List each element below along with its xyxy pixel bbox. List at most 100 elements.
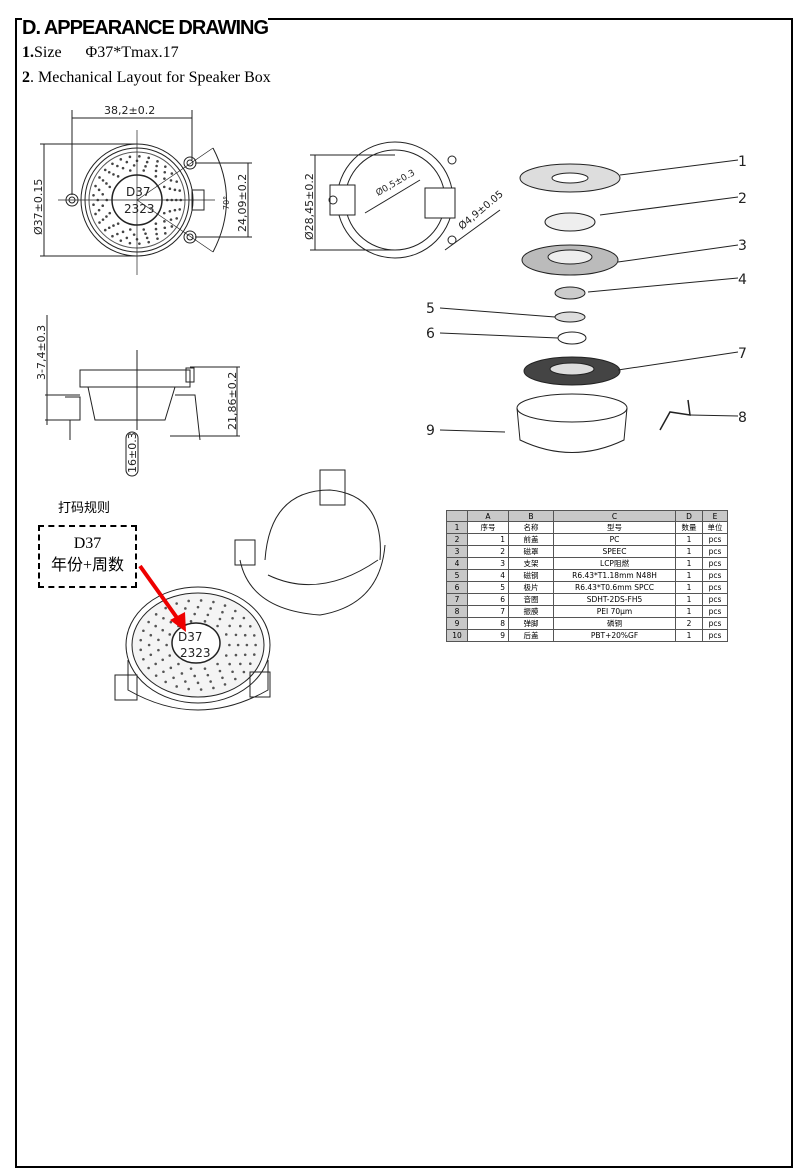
grille-dot	[144, 165, 147, 168]
grille-dot	[162, 211, 166, 215]
grille-dot	[163, 226, 167, 230]
grille-dot	[169, 666, 173, 670]
grille-dot	[144, 232, 147, 235]
grille-dot	[234, 677, 237, 681]
bom-cell: pcs	[702, 557, 728, 570]
grille-dot	[142, 169, 146, 172]
bom-cell: pcs	[702, 533, 728, 546]
grille-dot	[101, 204, 105, 208]
code-rule-line2: 年份+周数	[50, 557, 125, 574]
bom-col-header: C	[553, 510, 676, 522]
grille-dot	[164, 232, 167, 235]
grille-dot	[193, 612, 196, 616]
dim-width: 38,2±0.2	[104, 104, 155, 117]
bom-cell: SPEEC	[553, 545, 676, 558]
layout-label: . Mechanical Layout for Speaker Box	[30, 69, 271, 86]
bom-cell: 后盖	[508, 629, 554, 642]
bom-cell: 10	[446, 629, 468, 642]
grille-dot	[170, 172, 174, 175]
bom-cell: 4	[446, 557, 468, 570]
callout-4: 4	[738, 272, 747, 288]
grille-dot	[228, 643, 231, 647]
grille-dot	[162, 670, 165, 674]
grille-dot	[132, 233, 136, 236]
grille-dot	[154, 227, 158, 231]
red-arrowhead	[170, 612, 186, 632]
grille-dot	[234, 633, 238, 637]
bom-cell: 1	[675, 569, 703, 582]
grille-dot	[165, 643, 168, 647]
grille-dot	[128, 155, 132, 159]
dim-wire: Ø0,5±0.3	[374, 167, 417, 198]
grille-dot	[147, 620, 150, 624]
callout-7: 7	[738, 346, 747, 362]
grille-dot	[209, 607, 212, 610]
grille-dot	[107, 170, 111, 174]
bom-cell: pcs	[702, 629, 728, 642]
bom-cell: pcs	[702, 581, 728, 594]
grille-dot	[218, 669, 222, 673]
bom-cell: 磁钢	[508, 569, 554, 582]
bom-cell: 6	[446, 581, 468, 594]
grille-dot	[209, 680, 212, 683]
top-view: 38,2±0.2 Ø37±0.15 24,09±0.2 70° D37 2323	[32, 104, 252, 275]
callout-8: 8	[738, 410, 747, 426]
bom-cell: R6.43*T0.6mm SPCC	[553, 581, 676, 594]
bom-cell: 1	[675, 593, 703, 606]
grille-dot	[175, 217, 179, 220]
grille-dot	[145, 236, 149, 240]
grille-dot	[184, 680, 187, 683]
grille-dot	[154, 674, 158, 677]
bom-cell: PBT+20%GF	[553, 629, 676, 642]
grille-dot	[224, 654, 228, 657]
iso-back-view	[234, 469, 386, 616]
grille-dot	[147, 156, 151, 160]
bom-cell: 磷铜	[553, 617, 676, 630]
grille-dot	[175, 180, 179, 183]
grille-dot	[199, 688, 203, 691]
grille-dot	[243, 653, 247, 657]
grille-dot	[156, 160, 159, 163]
grille-dot	[128, 241, 132, 245]
size-line: 1.Size Φ37*Tmax.17	[22, 44, 179, 62]
bom-cell: SDHT-2DS-FH5	[553, 593, 676, 606]
dim-total-height: 21,86±0.2	[226, 372, 239, 430]
grille-dot	[221, 676, 224, 680]
bom-cell: 名称	[508, 521, 554, 534]
grille-dot	[92, 193, 95, 197]
iso-marking-line2: 2323	[180, 646, 211, 660]
grille-dot	[154, 175, 158, 178]
grille-dot	[157, 638, 160, 642]
grille-dot	[94, 184, 97, 188]
grille-dot	[139, 638, 143, 642]
grille-dot	[116, 222, 120, 225]
bom-cell: 数量	[675, 521, 703, 534]
grille-dot	[132, 164, 136, 167]
iso-marking-line1: D37	[178, 630, 203, 644]
grille-dot	[128, 228, 132, 231]
bom-cell: 1	[675, 605, 703, 618]
callout-2: 2	[738, 191, 747, 207]
grille-dot	[97, 208, 101, 212]
bom-cell: 极片	[508, 581, 554, 594]
grille-dot	[231, 616, 234, 620]
dim-ring-diameter: Ø28,45±0.2	[303, 173, 316, 240]
bom-col-header: B	[508, 510, 554, 522]
grille-dot	[101, 179, 105, 182]
grille-dot	[98, 176, 101, 179]
grille-dot	[125, 160, 129, 164]
grille-dot	[98, 221, 101, 224]
bom-cell: 单位	[702, 521, 728, 534]
grille-dot	[105, 182, 108, 185]
bom-cell: LCP阻燃	[553, 557, 676, 570]
grille-dot	[138, 242, 141, 245]
grille-dot	[111, 234, 114, 238]
grille-dot	[196, 605, 200, 609]
grille-dot	[196, 681, 200, 685]
grille-dot	[177, 662, 180, 666]
grille-dot	[173, 208, 177, 212]
